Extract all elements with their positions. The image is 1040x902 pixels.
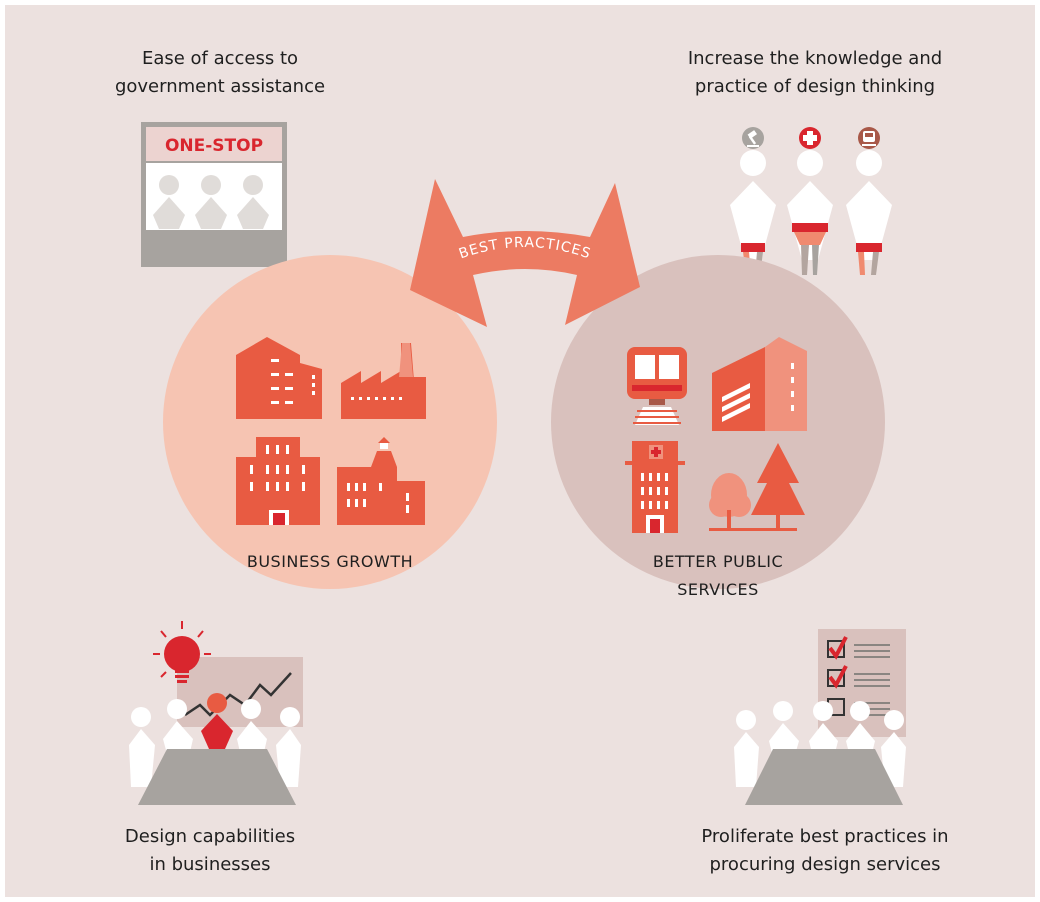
caption-line: procuring design services: [709, 854, 941, 875]
caption-line: Ease of access to: [141, 48, 299, 69]
officials-icon: [730, 127, 892, 275]
trees-icon: [709, 443, 805, 531]
official-person: [787, 150, 833, 275]
caption-design-capabilities: Design capabilities in businesses: [100, 823, 320, 879]
infographic-canvas: Ease of access to government assistance …: [5, 5, 1035, 897]
factory-icon: [341, 343, 426, 419]
procurement-meeting-icon: [734, 629, 906, 805]
one-stop-kiosk-icon: ONE-STOP: [141, 122, 287, 267]
business-growth-label: BUSINESS GROWTH: [247, 552, 413, 571]
official-person: [846, 150, 892, 275]
caption-government-assistance: Ease of access to government assistance: [100, 45, 340, 101]
lightbulb-icon: [153, 621, 211, 683]
hospital-icon: [625, 441, 685, 533]
caption-line: practice of design thinking: [694, 76, 936, 97]
caption-line: Increase the knowledge and: [687, 48, 943, 69]
gavel-icon: [742, 127, 764, 149]
caption-procuring-design: Proliferate best practices in procuring …: [675, 823, 975, 879]
office-tower-icon: [712, 337, 807, 431]
medical-cross-icon: [799, 127, 821, 149]
diagram: ONE-STOP: [129, 122, 906, 805]
train-icon: [627, 347, 687, 425]
office-building-icon: [236, 337, 322, 419]
trend-chart-icon: [184, 672, 292, 717]
caption-line: Design capabilities: [124, 826, 296, 847]
caption-line: in businesses: [149, 854, 271, 875]
caption-design-thinking: Increase the knowledge and practice of d…: [655, 45, 975, 101]
public-services-label-line1: BETTER PUBLIC: [653, 552, 783, 571]
business-meeting-icon: [129, 621, 303, 805]
caption-line: Proliferate best practices in: [701, 826, 949, 847]
train-badge-icon: [858, 127, 880, 149]
one-stop-sign-label: ONE-STOP: [165, 136, 263, 156]
best-practices-arrow: BEST PRACTICES: [410, 179, 640, 327]
caption-line: government assistance: [114, 76, 326, 97]
hospital-building-icon: [236, 437, 320, 525]
public-services-label-line2: SERVICES: [677, 580, 759, 599]
mosque-building-icon: [337, 437, 425, 525]
